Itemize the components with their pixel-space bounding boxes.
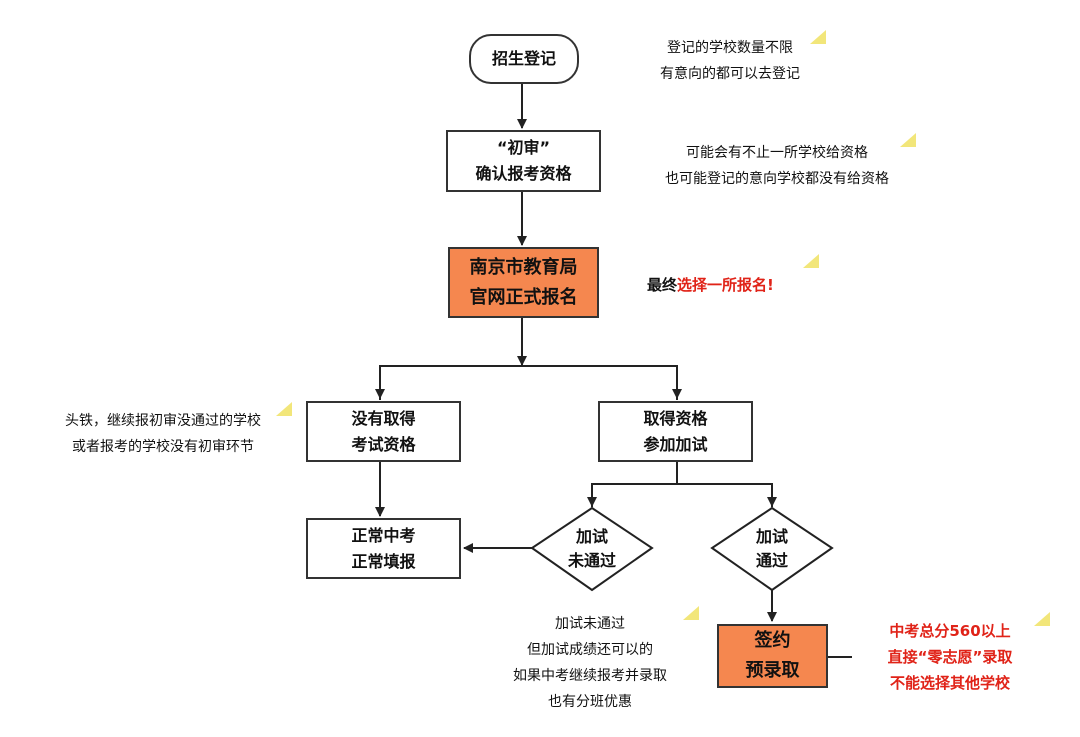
note-pre-admission-line1: 中考总分560以上 — [889, 622, 1011, 640]
note-final-choice-prefix: 最终 — [647, 276, 678, 294]
official-registration-node: 南京市教育局 官网正式报名 — [448, 247, 599, 318]
connector-split-2 — [591, 483, 773, 507]
note-registration-line2: 有意向的都可以去登记 — [660, 66, 800, 82]
extra-test-failed-diamond — [530, 506, 654, 592]
signed-pre-admission-line1: 签约 — [754, 630, 791, 651]
note-highlight-mark — [1034, 612, 1050, 626]
note-registration-line1: 登记的学校数量不限 — [667, 40, 793, 56]
no-qualification-line1: 没有取得 — [351, 408, 416, 428]
got-qualification-line2: 参加加试 — [643, 434, 708, 454]
note-review-line1: 可能会有不止一所学校给资格 — [686, 145, 868, 161]
note-failed-discount-line4: 也有分班优惠 — [548, 694, 632, 710]
preliminary-review-node: “初审” 确认报考资格 — [446, 130, 601, 192]
official-registration-line2: 官网正式报名 — [469, 286, 578, 308]
preliminary-review-line1: “初审” — [496, 138, 551, 157]
official-registration-line1: 南京市教育局 — [469, 256, 578, 278]
note-final-choice-emphasis: 选择一所报名! — [677, 276, 774, 294]
note-registration: 登记的学校数量不限 有意向的都可以去登记 — [640, 35, 820, 87]
normal-exam-line2: 正常填报 — [351, 551, 416, 571]
normal-exam-line1: 正常中考 — [351, 525, 416, 545]
note-failed-discount-line2: 但加试成绩还可以的 — [527, 642, 653, 658]
note-highlight-mark — [276, 402, 292, 416]
extra-test-passed-line2: 通过 — [755, 551, 788, 570]
note-review: 可能会有不止一所学校给资格 也可能登记的意向学校都没有给资格 — [632, 140, 922, 192]
note-highlight-mark — [683, 606, 699, 620]
note-review-line2: 也可能登记的意向学校都没有给资格 — [665, 171, 889, 187]
start-node-label: 招生登记 — [491, 49, 556, 68]
extra-test-passed-line1: 加试 — [755, 527, 788, 546]
note-stubborn-line2: 或者报考的学校没有初审环节 — [72, 439, 254, 455]
extra-test-passed-label: 加试 通过 — [727, 520, 817, 578]
extra-test-failed-line2: 未通过 — [567, 551, 616, 570]
no-qualification-node: 没有取得 考试资格 — [306, 401, 461, 462]
note-highlight-mark — [810, 30, 826, 44]
note-failed-discount-line3: 如果中考继续报考并录取 — [513, 668, 667, 684]
note-failed-discount-line1: 加试未通过 — [555, 616, 625, 632]
note-final-choice: 最终选择一所报名! — [647, 272, 774, 298]
note-stubborn-line1: 头铁，继续报初审没通过的学校 — [65, 413, 261, 429]
note-failed-discount: 加试未通过 但加试成绩还可以的 如果中考继续报考并录取 也有分班优惠 — [490, 611, 690, 715]
preliminary-review-line2: 确认报考资格 — [475, 164, 572, 183]
got-qualification-node: 取得资格 参加加试 — [598, 401, 753, 462]
note-highlight-mark — [900, 133, 916, 147]
note-pre-admission-line2: 直接“零志愿”录取 — [887, 648, 1013, 666]
signed-pre-admission-line2: 预录取 — [745, 660, 800, 681]
note-pre-admission-line3: 不能选择其他学校 — [889, 674, 1010, 692]
note-pre-admission: 中考总分560以上 直接“零志愿”录取 不能选择其他学校 — [860, 618, 1040, 696]
normal-exam-node: 正常中考 正常填报 — [306, 518, 461, 579]
note-stubborn: 头铁，继续报初审没通过的学校 或者报考的学校没有初审环节 — [38, 408, 288, 460]
start-node: 招生登记 — [469, 34, 579, 84]
no-qualification-line2: 考试资格 — [351, 434, 416, 454]
connector-split — [379, 365, 678, 400]
signed-pre-admission-node: 签约 预录取 — [717, 624, 828, 688]
got-qualification-line1: 取得资格 — [643, 408, 708, 428]
extra-test-passed-diamond — [710, 506, 834, 592]
extra-test-failed-line1: 加试 — [575, 527, 608, 546]
extra-test-failed-label: 加试 未通过 — [547, 520, 637, 578]
note-highlight-mark — [803, 254, 819, 268]
